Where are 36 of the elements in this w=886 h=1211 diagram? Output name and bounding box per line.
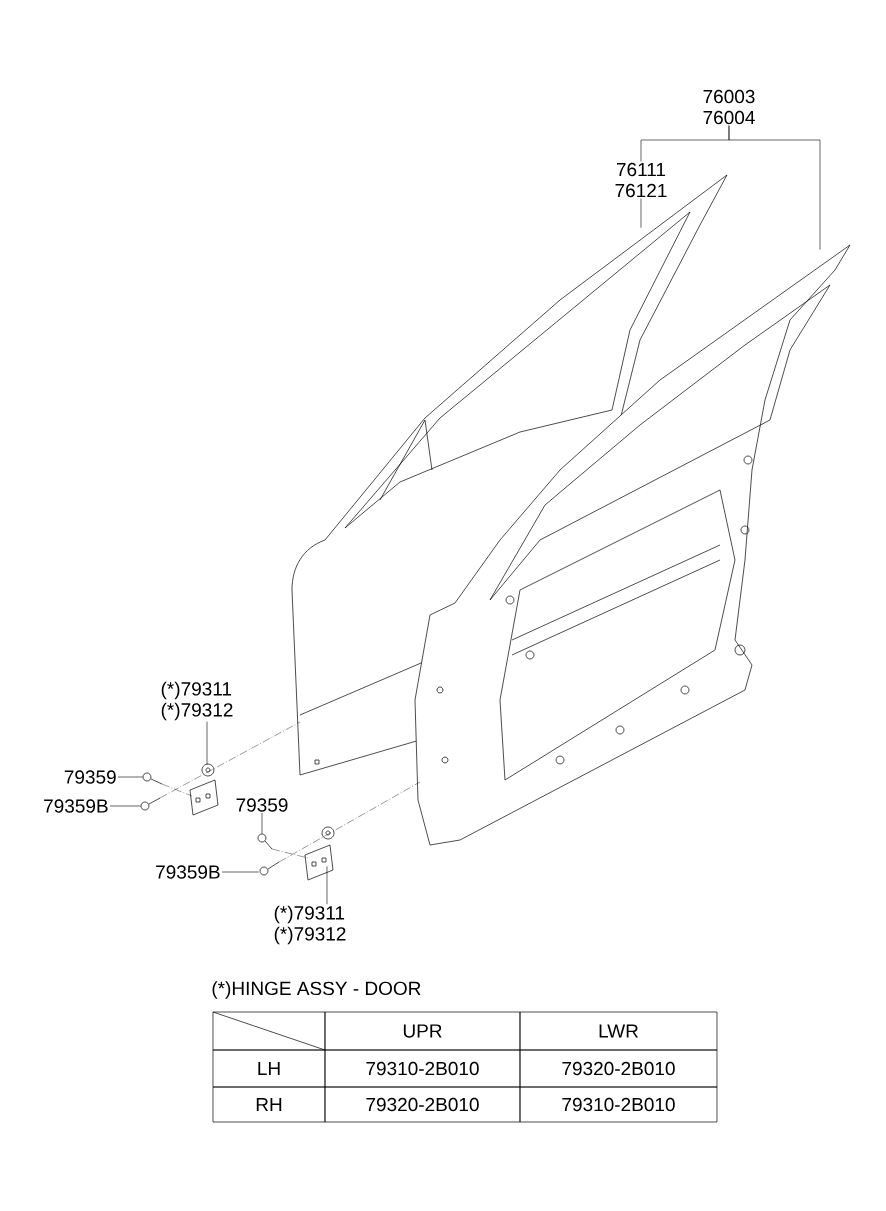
table-cell: 79310-2B010 — [324, 1049, 521, 1088]
part-number: 76111 76121 — [615, 162, 667, 198]
table-cell: LH — [212, 1049, 326, 1088]
leader-line — [206, 721, 208, 765]
door-frame-drawing — [414, 244, 851, 846]
part-number: 79359B — [44, 799, 108, 813]
bolt-drawing — [259, 861, 280, 876]
table-cell: UPR — [324, 1011, 521, 1051]
bolt-drawing — [140, 797, 161, 811]
leader-line — [117, 776, 143, 778]
bolt-drawing — [257, 833, 273, 850]
leader-line — [640, 198, 642, 228]
part-number: 79359 — [64, 770, 116, 784]
leader-line — [109, 805, 141, 807]
table-title: (*)HINGE ASSY - DOOR — [212, 981, 421, 999]
part-number: 79359B — [156, 865, 220, 879]
leader-line — [221, 871, 259, 873]
table-cell: RH — [212, 1086, 326, 1123]
leader-line — [159, 721, 301, 799]
bolt-drawing — [142, 772, 163, 785]
leader-line — [326, 866, 328, 905]
table-cell: 79320-2B010 — [519, 1049, 718, 1088]
leader-line — [640, 125, 730, 162]
hinge-drawing — [189, 763, 219, 816]
part-number: 76003 76004 — [703, 89, 755, 125]
part-number: (*)79311 (*)79312 — [161, 681, 233, 721]
table-cell: 79320-2B010 — [324, 1086, 521, 1123]
table-cell: 79310-2B010 — [519, 1086, 718, 1123]
leader-line — [271, 848, 309, 859]
part-number: (*)79311 (*)79312 — [274, 905, 346, 945]
hinge-drawing — [304, 826, 335, 881]
leader-line — [261, 812, 263, 834]
table-cell: LWR — [519, 1011, 718, 1051]
leader-line — [161, 783, 193, 797]
leader-line — [278, 781, 421, 863]
part-number: 79359 — [236, 798, 288, 812]
